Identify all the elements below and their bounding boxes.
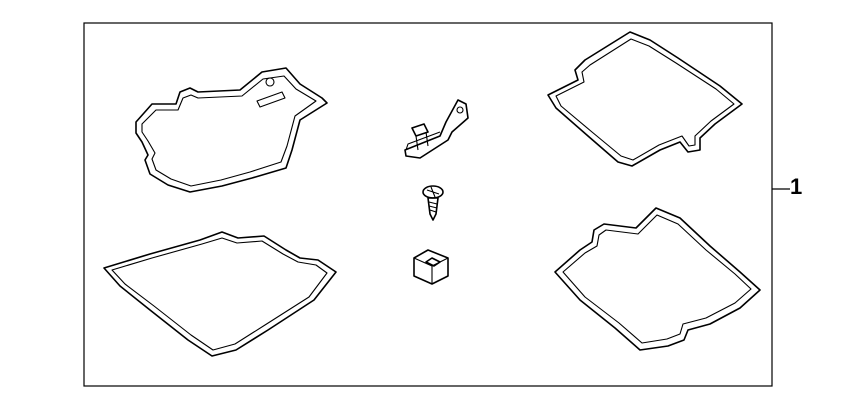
rear-right-floor-mat (554, 207, 761, 351)
front-right-floor-mat (547, 31, 743, 167)
callout-1-label: 1 (790, 174, 803, 199)
front-left-floor-mat (135, 67, 328, 193)
clip-nut (413, 249, 449, 285)
screw (422, 185, 444, 221)
rear-left-floor-mat (103, 231, 337, 357)
kit-frame (83, 22, 773, 387)
retainer-bracket (404, 99, 469, 159)
